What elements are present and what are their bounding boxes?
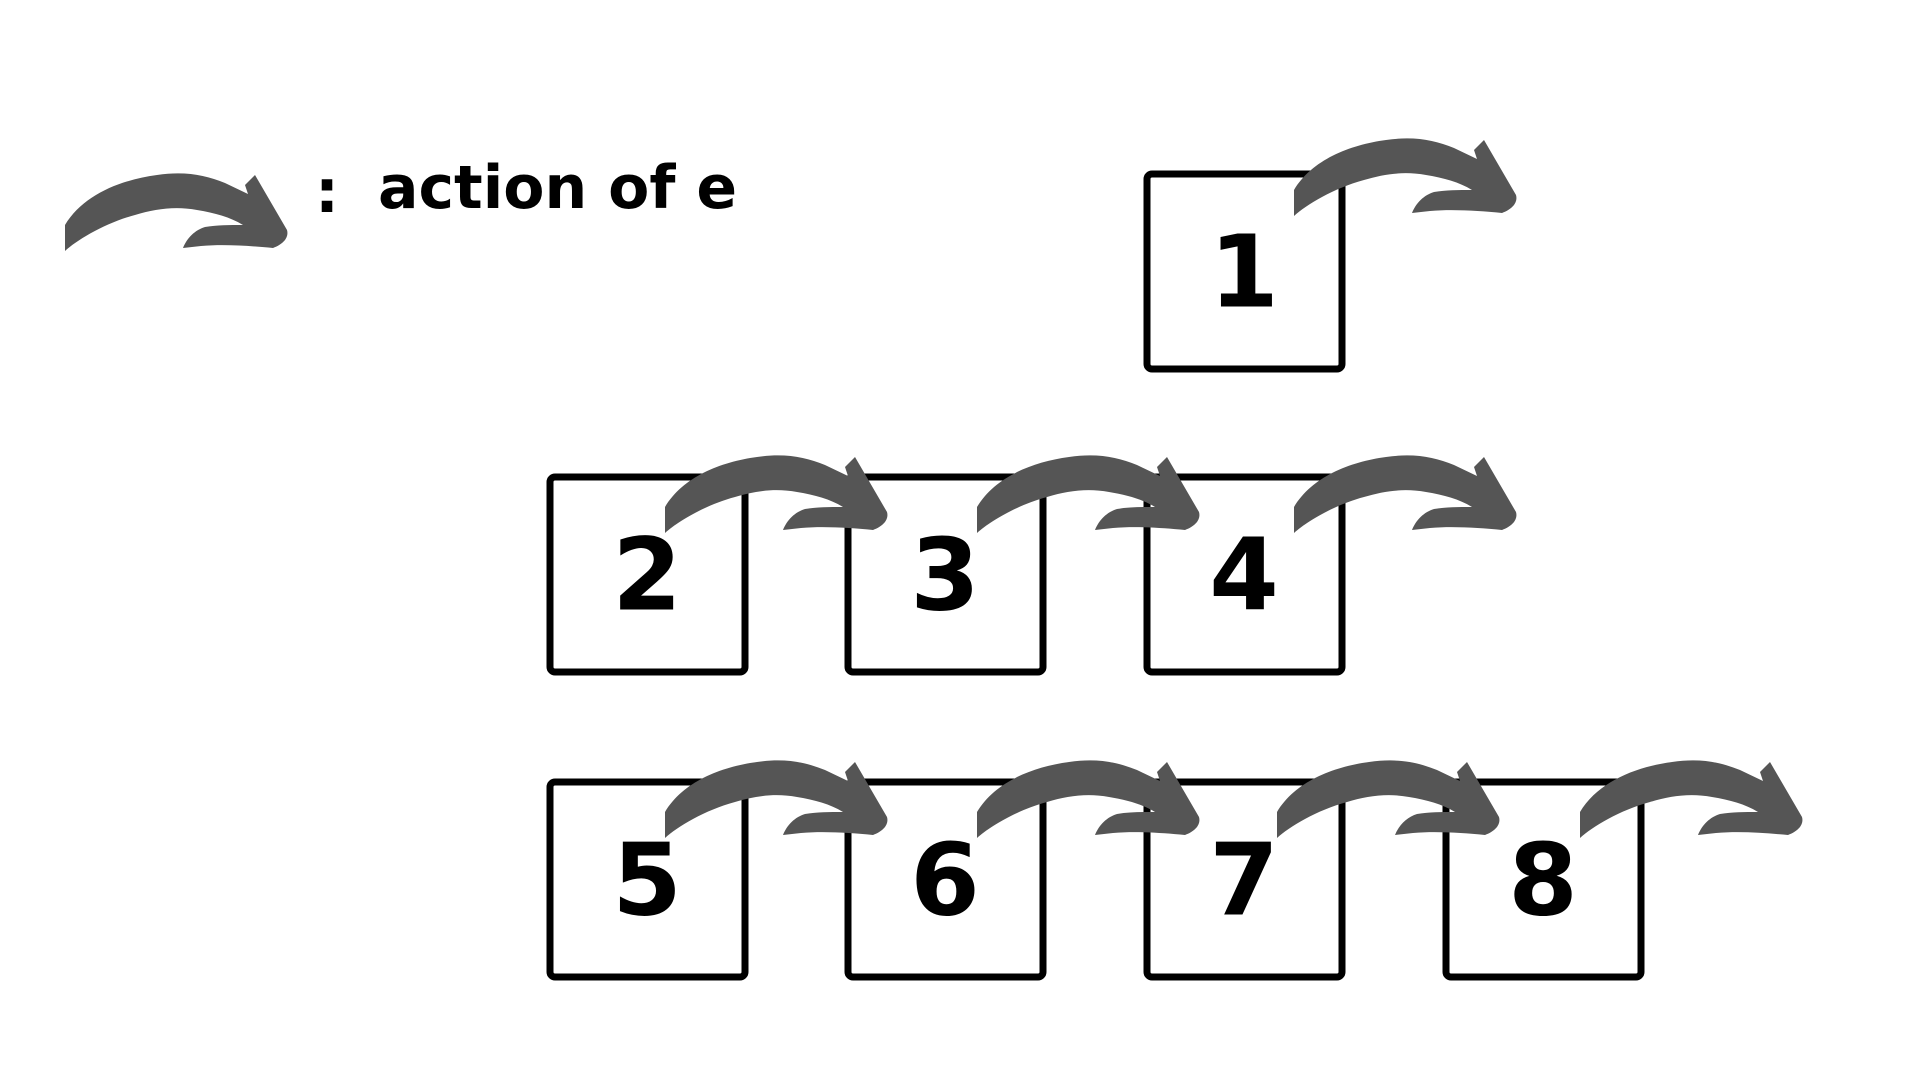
box-5-label: 5: [612, 822, 682, 939]
legend-separator: :: [315, 157, 339, 227]
box-4-label: 4: [1209, 517, 1279, 634]
legend: : action of e: [65, 153, 737, 251]
box-2: 2: [546, 473, 749, 676]
box-6-label: 6: [910, 822, 980, 939]
box-2-label: 2: [612, 517, 682, 634]
box-8: 8: [1442, 778, 1645, 981]
box-8-label: 8: [1508, 822, 1578, 939]
box-4: 4: [1143, 473, 1346, 676]
box-3: 3: [844, 473, 1047, 676]
box-1-label: 1: [1209, 214, 1279, 331]
legend-label: action of e: [378, 153, 737, 223]
box-6: 6: [844, 778, 1047, 981]
box-7: 7: [1143, 778, 1346, 981]
box-7-label: 7: [1209, 822, 1279, 939]
box-3-label: 3: [910, 517, 980, 634]
box-5: 5: [546, 778, 749, 981]
legend-arrow-icon: [65, 173, 288, 251]
box-1: 1: [1143, 170, 1346, 373]
